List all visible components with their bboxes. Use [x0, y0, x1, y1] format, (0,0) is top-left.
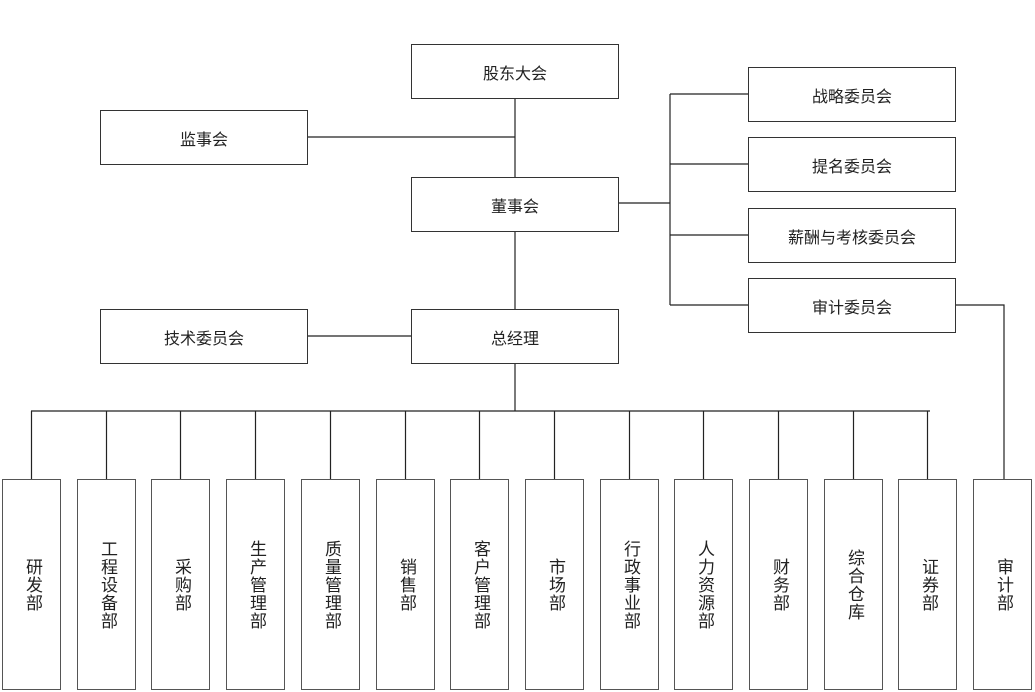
- department-box: 行政事业部: [600, 479, 659, 690]
- department-label: 证券部: [918, 557, 938, 612]
- department-box: 质量管理部: [301, 479, 360, 690]
- department-label: 审计部: [993, 557, 1013, 612]
- node-label: 提名委员会: [811, 156, 892, 176]
- node-label: 审计委员会: [811, 297, 892, 317]
- department-box: 客户管理部: [450, 479, 509, 690]
- department-label: 市场部: [545, 557, 565, 612]
- department-label: 行政事业部: [620, 539, 640, 630]
- department-box: 采购部: [151, 479, 210, 690]
- department-box: 综合仓库: [824, 479, 883, 690]
- node-shareholders: 股东大会: [411, 44, 619, 99]
- node-board: 董事会: [411, 177, 619, 232]
- node-label: 总经理: [490, 328, 539, 348]
- department-label: 采购部: [171, 557, 191, 612]
- department-label: 客户管理部: [470, 539, 490, 630]
- department-label: 工程设备部: [97, 539, 117, 630]
- node-general-manager: 总经理: [411, 309, 619, 364]
- department-label: 财务部: [769, 557, 789, 612]
- node-supervisors: 监事会: [100, 110, 308, 165]
- department-box: 财务部: [749, 479, 808, 690]
- department-label: 质量管理部: [321, 539, 341, 630]
- department-box: 人力资源部: [674, 479, 733, 690]
- node-tech-committee: 技术委员会: [100, 309, 308, 364]
- department-box: 研发部: [2, 479, 61, 690]
- department-box: 审计部: [973, 479, 1032, 690]
- department-label: 综合仓库: [844, 548, 864, 621]
- department-box: 工程设备部: [77, 479, 136, 690]
- department-label: 研发部: [22, 557, 42, 612]
- department-box: 证券部: [898, 479, 957, 690]
- department-label: 销售部: [396, 557, 416, 612]
- node-nomination-committee: 提名委员会: [748, 137, 956, 192]
- department-box: 生产管理部: [226, 479, 285, 690]
- node-label: 薪酬与考核委员会: [787, 227, 916, 247]
- node-label: 股东大会: [482, 63, 547, 83]
- node-audit-committee: 审计委员会: [748, 278, 956, 333]
- node-label: 董事会: [490, 196, 539, 216]
- node-label: 技术委员会: [163, 328, 244, 348]
- node-label: 战略委员会: [811, 86, 892, 106]
- node-strategy-committee: 战略委员会: [748, 67, 956, 122]
- node-compensation-committee: 薪酬与考核委员会: [748, 208, 956, 263]
- department-box: 市场部: [525, 479, 584, 690]
- department-label: 生产管理部: [246, 539, 266, 630]
- node-label: 监事会: [179, 129, 228, 149]
- department-label: 人力资源部: [694, 539, 714, 630]
- department-box: 销售部: [376, 479, 435, 690]
